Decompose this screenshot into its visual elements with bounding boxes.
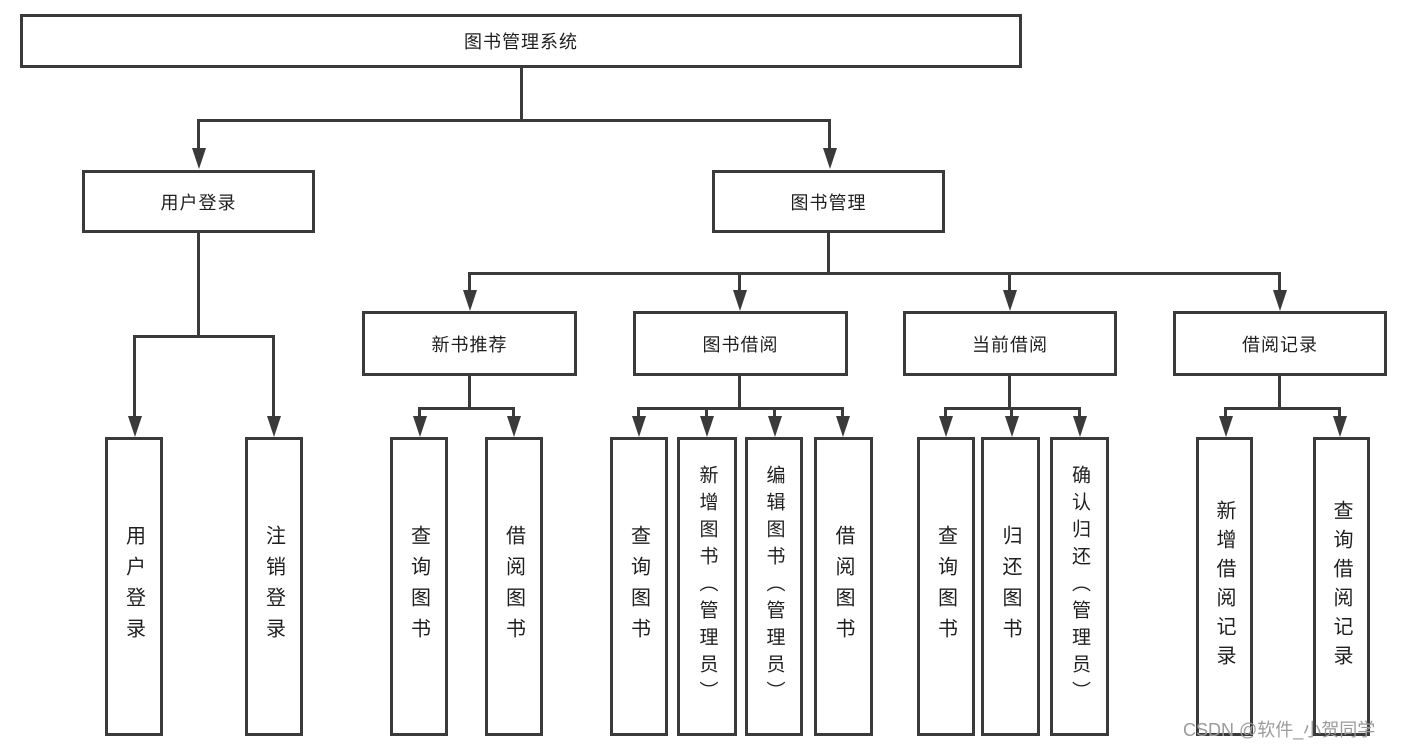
arrowhead (939, 416, 953, 437)
node-borrowing-records: 借阅记录 (1173, 311, 1387, 376)
arrowhead (1333, 416, 1347, 437)
connector-line (418, 407, 515, 410)
arrowhead (1273, 290, 1287, 311)
connector-line (512, 407, 515, 417)
arrowhead (267, 416, 281, 437)
node-label: 查询图书 (407, 524, 430, 649)
arrowhead (463, 290, 477, 311)
connector-line (418, 407, 421, 417)
node-label: 借阅记录 (1242, 334, 1318, 355)
node-label: 归还图书 (999, 524, 1021, 649)
connector-line (520, 68, 523, 119)
leaf-add-books-admin: 新增图书（管理员） (677, 437, 737, 736)
node-book-borrowing: 图书借阅 (633, 311, 848, 376)
connector-line (1008, 376, 1011, 407)
arrowhead (1003, 290, 1017, 311)
leaf-user-login: 用户登录 (105, 437, 163, 736)
arrowhead (507, 416, 521, 437)
node-label: 确认归还（管理员） (1069, 465, 1090, 708)
connector-line (738, 272, 741, 290)
connector-line (1008, 272, 1011, 290)
connector-line (1224, 407, 1227, 417)
node-label: 借阅图书 (832, 524, 854, 649)
connector-line (1010, 407, 1013, 417)
node-label: 图书借阅 (702, 334, 779, 355)
connector-line (841, 407, 844, 417)
connector-line (828, 119, 831, 150)
connector-line (197, 119, 200, 150)
node-current-borrowing: 当前借阅 (903, 311, 1117, 376)
node-label: 新书推荐 (431, 334, 508, 355)
arrowhead (632, 416, 646, 437)
csdn-watermark: CSDN @软件_小贺同学 (1183, 720, 1376, 740)
node-label: 用户登录 (122, 524, 145, 649)
node-label: 查询借阅记录 (1330, 499, 1352, 674)
node-label: 新增借阅记录 (1213, 499, 1235, 674)
connector-line (197, 119, 831, 122)
leaf-query-books-current: 查询图书 (917, 437, 975, 736)
connector-line (637, 407, 844, 410)
arrowhead (823, 148, 837, 169)
connector-line (272, 335, 275, 416)
connector-line (133, 335, 136, 416)
node-book-management: 图书管理 (712, 170, 945, 233)
connector-line (468, 376, 471, 407)
node-new-book-recommendation: 新书推荐 (362, 311, 577, 376)
leaf-logout: 注销登录 (245, 437, 303, 736)
connector-line (944, 407, 947, 417)
leaf-query-books-borrowing: 查询图书 (610, 437, 668, 736)
arrowhead (768, 416, 782, 437)
arrowhead (1073, 416, 1087, 437)
leaf-borrow-books-recommend: 借阅图书 (485, 437, 543, 736)
connector-line (1078, 407, 1081, 417)
connector-line (705, 407, 708, 417)
connector-line (827, 233, 830, 272)
arrowhead (733, 290, 747, 311)
leaf-query-borrowing-record: 查询借阅记录 (1313, 437, 1370, 736)
leaf-return-books: 归还图书 (981, 437, 1040, 736)
connector-line (468, 272, 1281, 275)
node-label: 图书管理 (790, 192, 867, 213)
connector-line (1338, 407, 1341, 417)
connector-line (1278, 376, 1281, 407)
arrowhead (700, 416, 714, 437)
leaf-add-borrowing-record: 新增借阅记录 (1196, 437, 1253, 736)
connector-line (1224, 407, 1341, 410)
node-label: 查询图书 (627, 524, 650, 649)
connector-line (1278, 272, 1281, 290)
connector-line (637, 407, 640, 417)
node-library-management-system: 图书管理系统 (20, 14, 1022, 68)
node-label: 新增图书（管理员） (696, 465, 718, 708)
node-label: 编辑图书（管理员） (763, 465, 785, 708)
arrowhead (192, 148, 206, 169)
node-label: 查询图书 (934, 524, 957, 649)
node-user-login: 用户登录 (82, 170, 315, 233)
arrowhead (836, 416, 850, 437)
node-label: 借阅图书 (502, 524, 525, 649)
node-label: 注销登录 (262, 524, 285, 649)
connector-line (197, 233, 200, 335)
connector-line (133, 335, 275, 338)
leaf-borrow-books-borrowing: 借阅图书 (814, 437, 873, 736)
leaf-query-books-recommend: 查询图书 (390, 437, 448, 736)
connector-line (738, 376, 741, 407)
arrowhead (128, 416, 142, 437)
leaf-confirm-return-admin: 确认归还（管理员） (1050, 437, 1109, 736)
node-label: 用户登录 (160, 192, 237, 213)
node-label: 图书管理系统 (464, 32, 578, 52)
arrowhead (413, 416, 427, 437)
connector-line (773, 407, 776, 417)
arrowhead (1219, 416, 1233, 437)
leaf-edit-books-admin: 编辑图书（管理员） (745, 437, 803, 736)
connector-line (468, 272, 471, 290)
node-label: 当前借阅 (972, 334, 1048, 355)
arrowhead (1005, 416, 1019, 437)
